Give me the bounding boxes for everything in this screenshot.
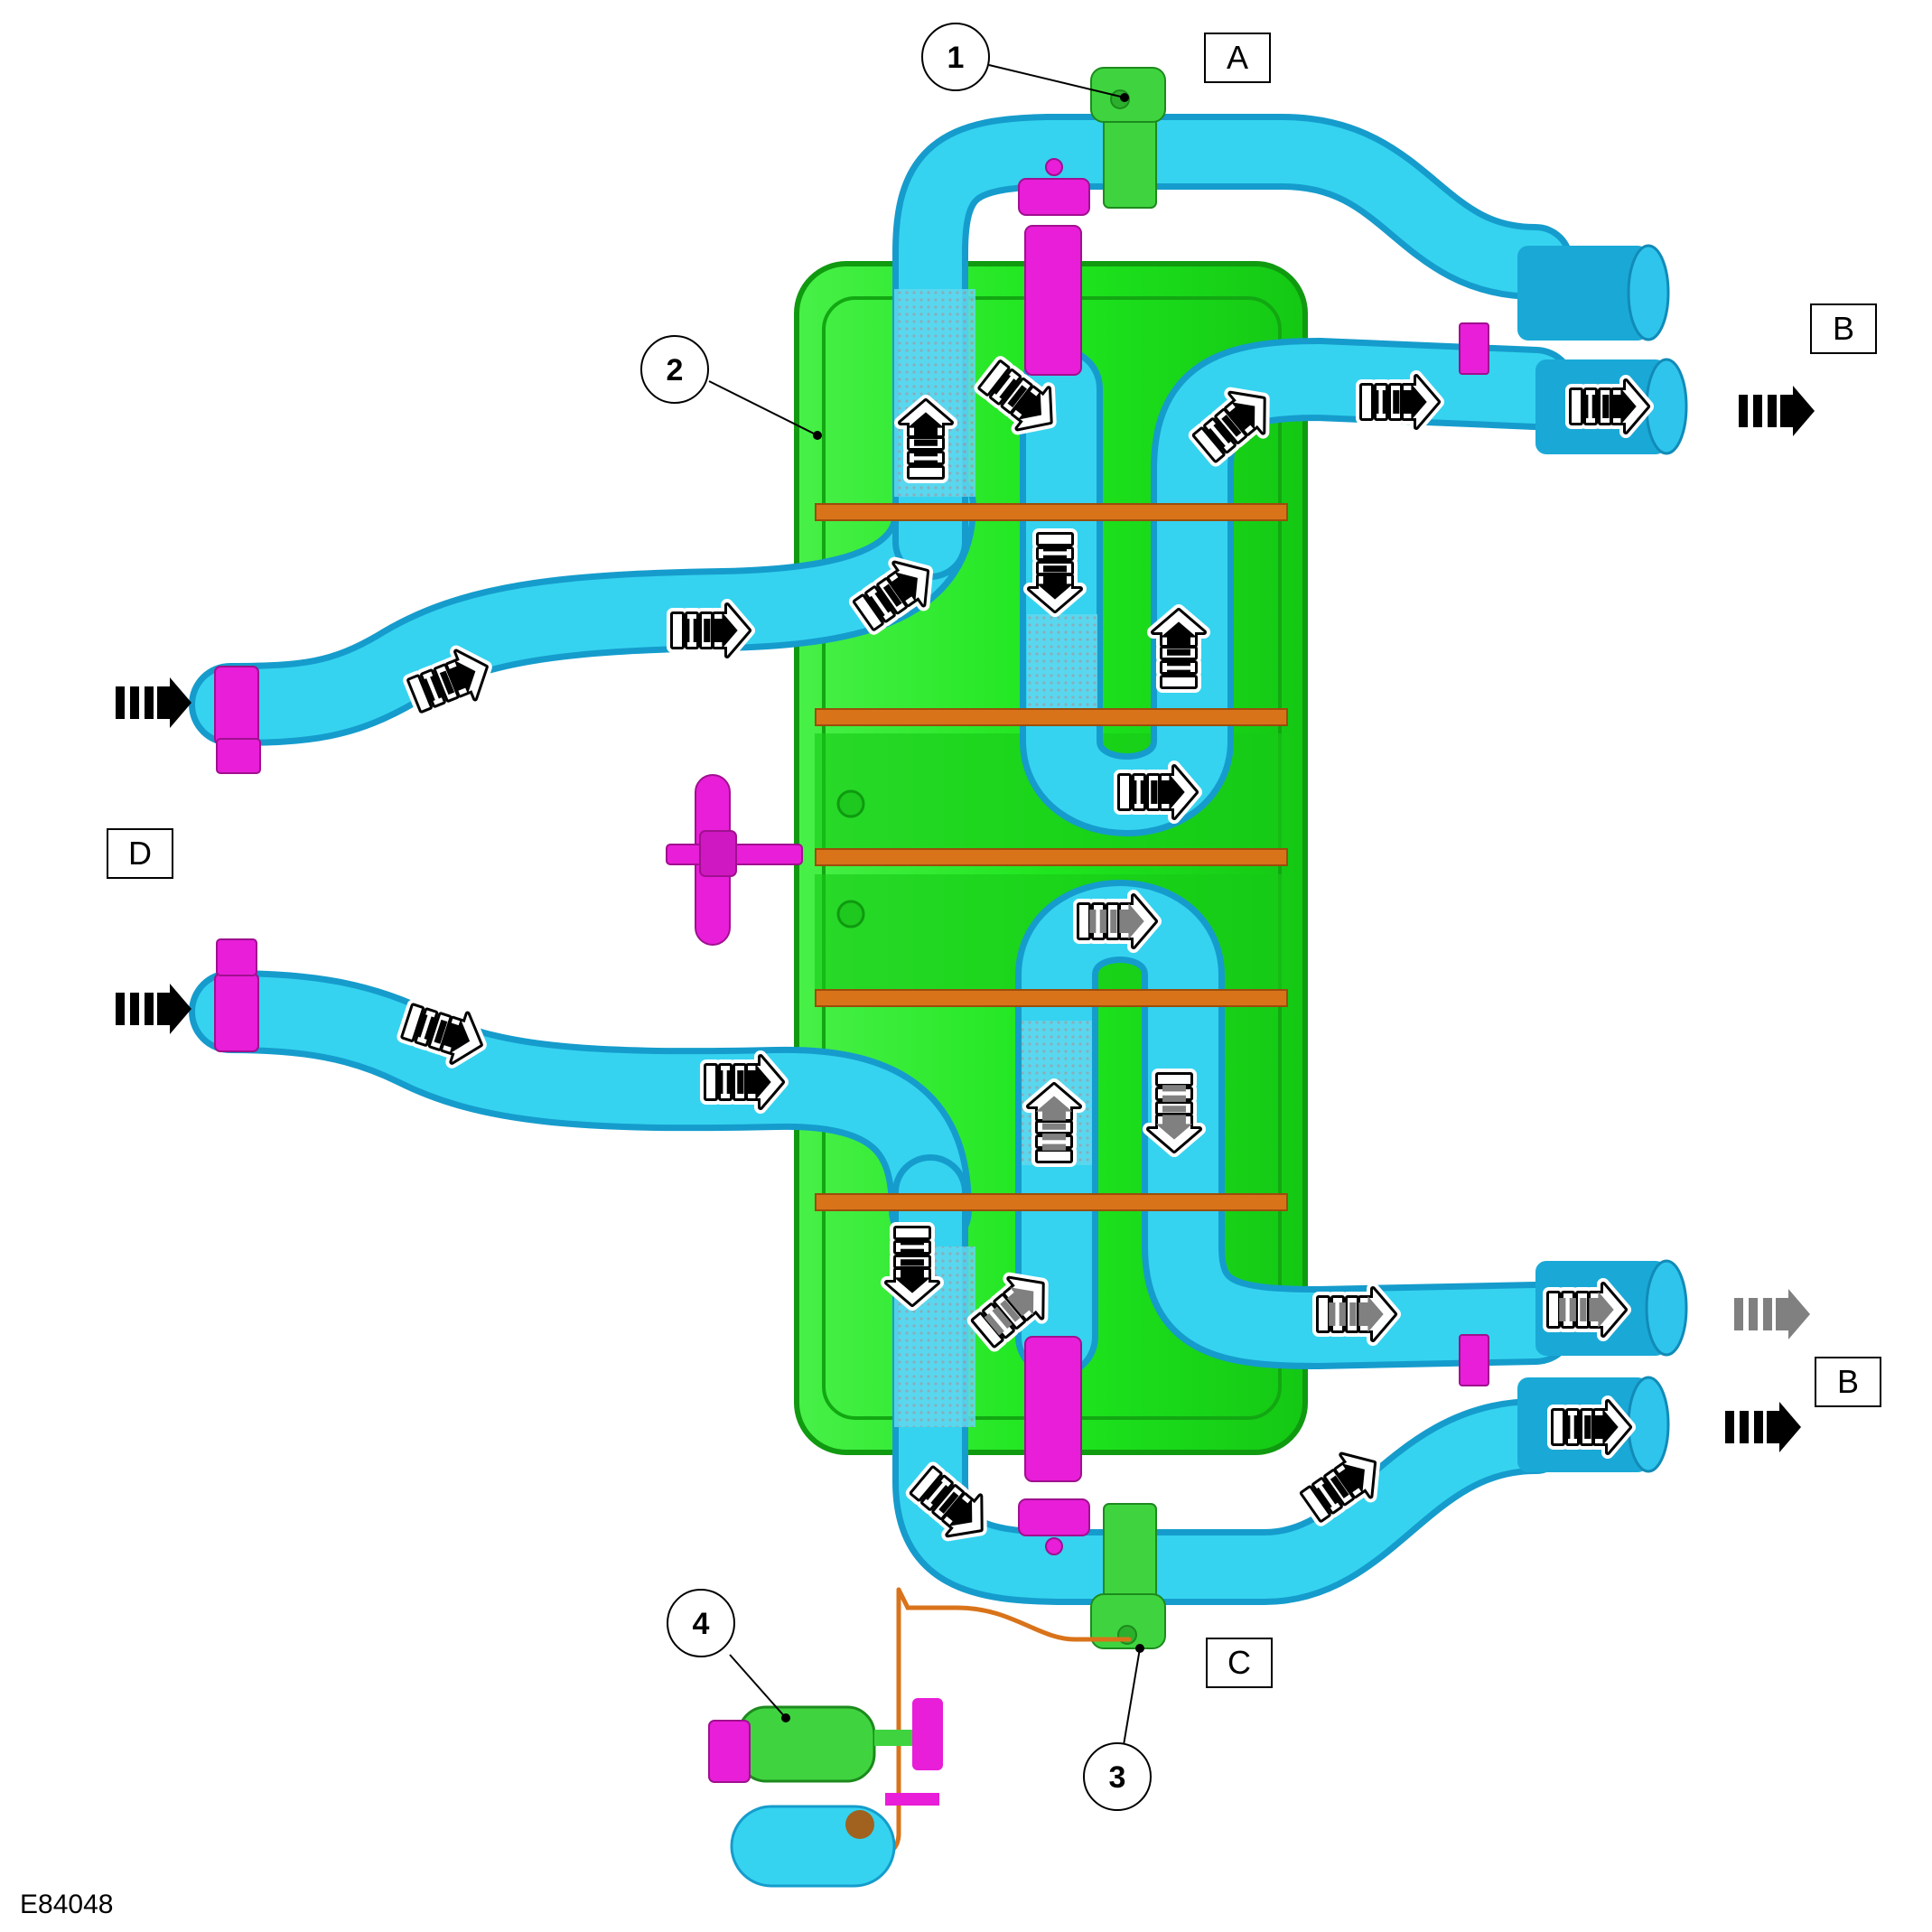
flow-arrow-icon — [1114, 761, 1202, 824]
svg-text:2: 2 — [667, 353, 684, 387]
letter-box-c: C — [1206, 1638, 1273, 1688]
svg-text:B: B — [1833, 310, 1854, 347]
flow-arrow-icon — [1565, 375, 1654, 438]
flow-arrow-icon — [116, 677, 191, 728]
flow-arrow-icon — [1725, 1402, 1801, 1452]
grey-flow-arrow-icon — [1143, 1069, 1206, 1157]
flow-arrow-icon — [905, 1461, 987, 1542]
upper-inlet-flange — [214, 666, 259, 745]
valve-actuators — [1090, 67, 1166, 1649]
flow-arrow-icon — [974, 356, 1057, 435]
tailpipe-tip-1 — [1517, 244, 1670, 341]
letter-box-a: A — [1204, 33, 1271, 83]
vacuum-solenoid-assembly — [708, 1698, 943, 1888]
flow-arrow-icon — [1547, 1395, 1636, 1459]
center-hanger — [666, 774, 803, 946]
vacuum-line — [855, 1587, 1132, 1861]
flow-arrow-icon — [1188, 387, 1270, 467]
svg-text:C: C — [1227, 1644, 1251, 1681]
figure-id: E84048 — [20, 1890, 113, 1919]
callout-3: 3 — [1083, 1742, 1152, 1811]
letter-box-b-lower: B — [1815, 1357, 1881, 1407]
grey-flow-arrow-icon — [1543, 1278, 1631, 1341]
callout-2: 2 — [640, 335, 709, 404]
leader-lines — [708, 64, 1141, 1746]
svg-text:B: B — [1837, 1363, 1859, 1400]
callout-4: 4 — [667, 1589, 735, 1657]
grey-flow-arrow-icon — [1073, 890, 1162, 953]
flow-arrow-icon — [881, 1222, 944, 1311]
leader-dots — [781, 93, 1144, 1722]
grey-flow-arrow-icon — [966, 1272, 1049, 1352]
svg-text:A: A — [1227, 39, 1248, 76]
flow-arrows — [116, 356, 1815, 1542]
letter-box-d: D — [107, 828, 173, 879]
lower-valve-actuator — [1090, 1503, 1166, 1649]
flow-arrow-icon — [667, 599, 755, 662]
flow-arrow-icon — [1023, 528, 1087, 617]
flow-arrow-icon — [700, 1050, 789, 1114]
hangers-and-flanges — [214, 158, 1489, 1555]
lower-valve-body — [1024, 1336, 1082, 1482]
lower-inlet-flange — [214, 973, 259, 1052]
flow-arrow-icon — [397, 999, 487, 1069]
flow-arrow-icon — [1147, 604, 1210, 693]
letter-box-b-upper: B — [1810, 303, 1877, 354]
grey-flow-arrow-icon — [1022, 1078, 1086, 1167]
svg-text:1: 1 — [947, 41, 965, 75]
flow-arrow-icon — [116, 984, 191, 1034]
flow-arrow-icon — [1356, 370, 1444, 434]
callout-1: 1 — [921, 23, 990, 91]
flow-arrow-icon — [848, 556, 934, 635]
flow-arrow-icon — [403, 645, 492, 717]
svg-text:D: D — [128, 835, 152, 872]
upper-valve-actuator — [1090, 67, 1166, 209]
svg-text:4: 4 — [693, 1607, 710, 1641]
grey-flow-arrow-icon — [1312, 1283, 1401, 1346]
muffler-straps — [815, 503, 1288, 1211]
upper-valve-body — [1024, 225, 1082, 376]
grey-flow-arrow-icon — [1734, 1289, 1810, 1339]
flow-arrow-icon — [1295, 1448, 1381, 1526]
flow-arrow-icon — [894, 395, 957, 483]
flow-arrow-icon — [1739, 386, 1815, 436]
svg-text:3: 3 — [1109, 1760, 1126, 1795]
